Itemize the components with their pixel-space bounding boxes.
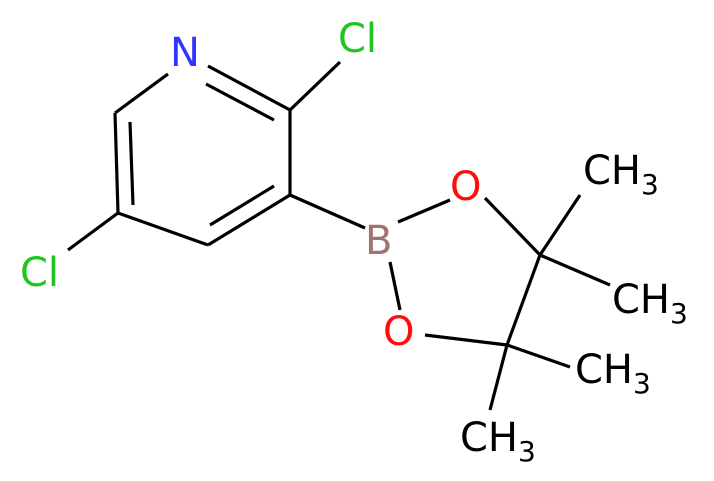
bond-o2-b: [388, 261, 402, 311]
bond-c3-b: [289, 193, 366, 230]
bond-c3-c4-inner: [209, 184, 275, 227]
atom-o-2: O: [383, 309, 414, 355]
atom-o-1: O: [450, 164, 481, 210]
methyl-label-1: CH3: [583, 148, 659, 201]
methyl-subscript: 3: [633, 367, 651, 400]
bond-c2-cl: [288, 60, 342, 112]
atom-cl-2: Cl: [338, 16, 377, 62]
methyl-base: CH: [460, 415, 518, 461]
methyl-label-2: CH3: [612, 277, 688, 330]
svg-text:CH3: CH3: [612, 277, 688, 330]
bond-c-me2: [539, 253, 611, 287]
methyl-subscript: 3: [670, 297, 688, 330]
svg-text:CH3: CH3: [583, 148, 659, 201]
atom-cl-5: Cl: [20, 250, 59, 296]
bond-c5-cl: [67, 211, 119, 252]
bond-c6-n1: [114, 72, 169, 115]
methyl-label-4: CH3: [460, 415, 536, 468]
bond-c5-c6-inner: [128, 121, 135, 206]
bond-c3-c4: [207, 193, 291, 247]
svg-text:CH3: CH3: [460, 415, 536, 468]
atom-n: N: [170, 30, 200, 76]
bond-c-me1: [538, 194, 582, 256]
methyl-subscript: 3: [641, 168, 659, 201]
bond-c-me3: [506, 343, 571, 369]
bond-c5-c6: [113, 112, 120, 214]
bond-o1-c: [483, 196, 542, 257]
atom-b: B: [365, 218, 392, 264]
bond-n1-c2: [207, 64, 291, 112]
bond-c-o2: [424, 333, 508, 347]
bond-c4-c5: [117, 211, 209, 247]
methyl-base: CH: [583, 148, 641, 194]
bond-b-o1: [397, 198, 451, 224]
bond-c-c: [505, 254, 542, 346]
methyl-subscript: 3: [518, 435, 536, 468]
methyl-base: CH: [612, 277, 670, 323]
bond-n1-c2-inner: [205, 82, 275, 122]
svg-text:CH3: CH3: [575, 347, 651, 400]
bond-c-me4: [488, 344, 509, 411]
methyl-base: CH: [575, 347, 633, 393]
methyl-label-3: CH3: [575, 347, 651, 400]
